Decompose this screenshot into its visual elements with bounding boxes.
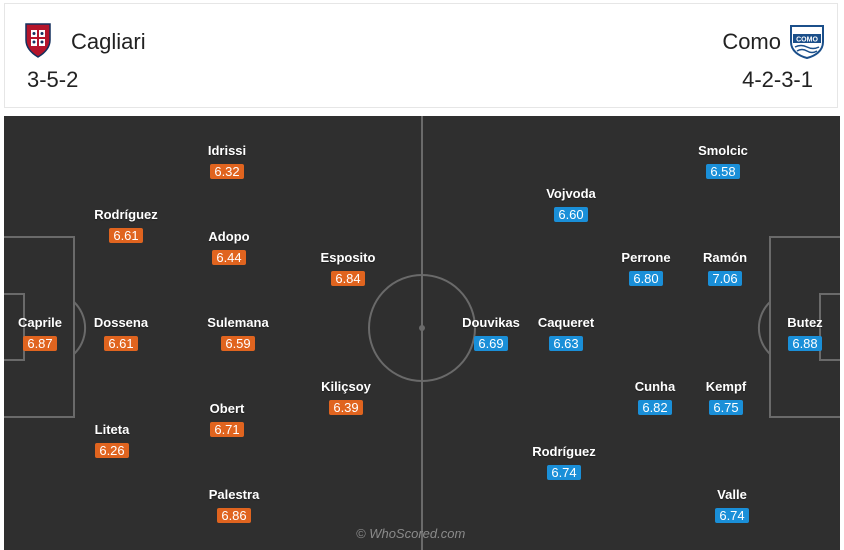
player-rating: 6.80 [629, 271, 663, 286]
player-butez[interactable]: Butez 6.88 [765, 315, 840, 353]
player-rating: 6.32 [210, 164, 244, 179]
player-rating: 6.84 [331, 271, 365, 286]
player-rating: 7.06 [708, 271, 742, 286]
player-name: Adopo [208, 229, 250, 244]
player-rodriguez-cagliari[interactable]: Rodríguez 6.61 [86, 207, 166, 245]
player-esposito[interactable]: Esposito 6.84 [308, 250, 388, 288]
player-rating: 6.71 [210, 422, 244, 437]
player-rating: 6.44 [212, 250, 246, 265]
player-name: Perrone [621, 250, 671, 265]
como-crest-icon: COMO [790, 25, 824, 60]
player-name: Caprile [17, 315, 63, 330]
player-name: Rodríguez [94, 207, 158, 222]
player-rating: 6.39 [329, 400, 363, 415]
home-formation: 3-5-2 [27, 67, 79, 92]
player-perrone[interactable]: Perrone 6.80 [606, 250, 686, 288]
player-name: Cunha [634, 379, 676, 394]
player-smolcic[interactable]: Smolcic 6.58 [683, 143, 763, 181]
player-name: Vojvoda [546, 186, 596, 201]
player-rating: 6.86 [217, 508, 251, 523]
player-rating: 6.63 [549, 336, 583, 351]
player-name: Dossena [93, 315, 149, 330]
player-rating: 6.26 [95, 443, 129, 458]
player-name: Douvikas [462, 315, 520, 330]
player-name: Obert [209, 401, 245, 416]
cagliari-crest-icon [25, 23, 51, 58]
player-douvikas[interactable]: Douvikas 6.69 [451, 315, 531, 353]
player-rating: 6.74 [547, 465, 581, 480]
player-name: Palestra [208, 487, 260, 502]
player-idrissi[interactable]: Idrissi 6.32 [187, 143, 267, 181]
player-rating: 6.60 [554, 207, 588, 222]
player-adopo[interactable]: Adopo 6.44 [189, 229, 269, 267]
player-name: Liteta [94, 422, 130, 437]
player-rating: 6.82 [638, 400, 672, 415]
player-rating: 6.88 [788, 336, 822, 351]
player-rating: 6.61 [104, 336, 138, 351]
player-kilicsoy[interactable]: Kiliçsoy 6.39 [306, 379, 386, 417]
player-rodriguez-como[interactable]: Rodríguez 6.74 [524, 444, 604, 482]
player-rating: 6.75 [709, 400, 743, 415]
player-rating: 6.58 [706, 164, 740, 179]
player-cunha[interactable]: Cunha 6.82 [615, 379, 695, 417]
player-name: Sulemana [207, 315, 269, 330]
player-name: Kiliçsoy [321, 379, 371, 394]
player-vojvoda[interactable]: Vojvoda 6.60 [531, 186, 611, 224]
player-name: Ramón [702, 250, 748, 265]
player-rating: 6.87 [23, 336, 57, 351]
player-name: Idrissi [207, 143, 247, 158]
player-name: Smolcic [698, 143, 748, 158]
player-name: Valle [717, 487, 747, 502]
player-rating: 6.69 [474, 336, 508, 351]
player-rating: 6.59 [221, 336, 255, 351]
player-name: Rodríguez [532, 444, 596, 459]
pitch-markings [4, 116, 840, 550]
player-rating: 6.74 [715, 508, 749, 523]
player-name: Esposito [320, 250, 376, 265]
player-valle[interactable]: Valle 6.74 [692, 487, 772, 525]
player-palestra[interactable]: Palestra 6.86 [194, 487, 274, 525]
player-ramon[interactable]: Ramón 7.06 [685, 250, 765, 288]
player-caprile[interactable]: Caprile 6.87 [4, 315, 80, 353]
match-header: Cagliari 3-5-2 Como COMO 4-2-3-1 [4, 3, 838, 108]
player-obert[interactable]: Obert 6.71 [187, 401, 267, 439]
player-dossena[interactable]: Dossena 6.61 [81, 315, 161, 353]
home-team-name[interactable]: Cagliari [71, 29, 146, 54]
watermark: © WhoScored.com [356, 526, 466, 541]
pitch: Caprile 6.87 Rodríguez 6.61 Dossena 6.61… [4, 116, 840, 550]
player-kempf[interactable]: Kempf 6.75 [686, 379, 766, 417]
away-formation: 4-2-3-1 [742, 67, 813, 92]
player-liteta[interactable]: Liteta 6.26 [72, 422, 152, 460]
player-rating: 6.61 [109, 228, 143, 243]
como-crest-text: COMO [796, 37, 818, 44]
player-name: Caqueret [537, 315, 595, 330]
player-name: Butez [787, 315, 823, 330]
player-caqueret[interactable]: Caqueret 6.63 [526, 315, 606, 353]
player-sulemana[interactable]: Sulemana 6.59 [198, 315, 278, 353]
player-name: Kempf [705, 379, 747, 394]
away-team-name[interactable]: Como [722, 29, 781, 54]
